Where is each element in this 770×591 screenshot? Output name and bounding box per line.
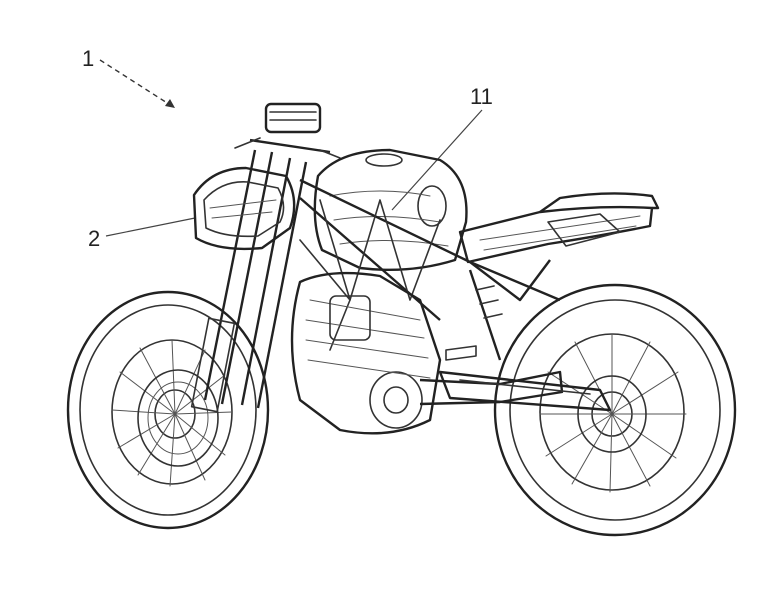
handlebar <box>234 102 341 159</box>
seat <box>458 205 654 264</box>
footpeg <box>445 345 477 361</box>
leader-arrow-1 <box>99 59 176 109</box>
engine <box>290 271 442 435</box>
label-1: 1 <box>82 46 94 71</box>
front-fork <box>190 149 308 413</box>
front-wheel <box>66 290 270 530</box>
leader-line-2 <box>105 217 196 237</box>
swingarm <box>438 370 612 412</box>
fuel-tank <box>313 148 468 271</box>
tail-section <box>539 192 660 247</box>
rear-shock <box>468 269 503 361</box>
rear-sprocket <box>577 375 647 453</box>
instrument-cluster <box>264 102 322 134</box>
label-11: 11 <box>470 84 493 109</box>
headlight-fairing <box>192 166 296 251</box>
label-2: 2 <box>88 226 100 251</box>
front-brake-disc <box>137 369 219 467</box>
rear-wheel <box>493 283 737 537</box>
trellis-frame <box>299 178 561 351</box>
